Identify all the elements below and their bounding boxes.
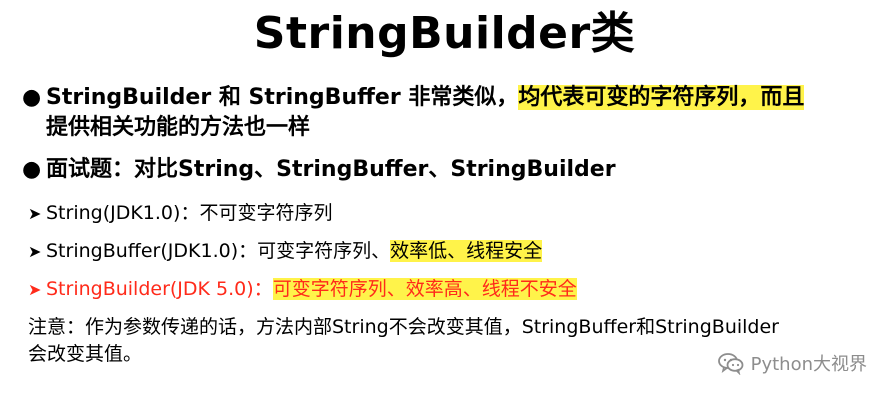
bullet-marker: ● [22,85,42,110]
watermark: Python大视界 [717,348,867,378]
bullet-marker: ● [22,157,42,182]
item-highlight: 效率低、线程安全 [390,240,543,262]
watermark-text: Python大视界 [750,354,867,375]
item-prefix: StringBuilder(JDK 5.0)： [46,278,273,300]
bullet-2: ●面试题：对比String、StringBuffer、StringBuilder [22,154,867,186]
arrow-icon: ➤ [28,280,42,299]
comparison-item-stringbuffer: ➤StringBuffer(JDK1.0)：可变字符序列、效率低、线程安全 [28,237,868,266]
note-line-1: 注意：作为参数传递的话，方法内部String不会改变其值，StringBuffe… [28,316,779,338]
bullet-2-text: 面试题：对比String、StringBuffer、StringBuilder [46,157,616,182]
page-title: StringBuilder类 [253,8,636,59]
note-line-2: 会改变其值。 [28,343,143,365]
bullet-1-text: StringBuilder 和 StringBuffer 非常类似， [46,85,519,110]
bullet-1: ●StringBuilder 和 StringBuffer 非常类似，均代表可变… [22,82,867,114]
item-text: 可变字符序列、 [257,240,391,262]
arrow-icon: ➤ [28,204,42,223]
comparison-item-stringbuilder: ➤StringBuilder(JDK 5.0)：可变字符序列、效率高、线程不安全 [28,275,868,304]
item-prefix: String(JDK1.0)： [46,202,200,224]
item-prefix: StringBuffer(JDK1.0)： [46,240,258,262]
bullet-1-continuation: 提供相关功能的方法也一样 [46,115,311,140]
arrow-icon: ➤ [28,242,42,261]
comparison-item-string: ➤String(JDK1.0)：不可变字符序列 [28,199,868,228]
item-highlight: 可变字符序列、效率高、线程不安全 [272,278,577,300]
item-text: 不可变字符序列 [199,202,333,224]
bullet-1-highlight: 均代表可变的字符序列，而且 [518,85,805,110]
wechat-icon [717,351,745,375]
